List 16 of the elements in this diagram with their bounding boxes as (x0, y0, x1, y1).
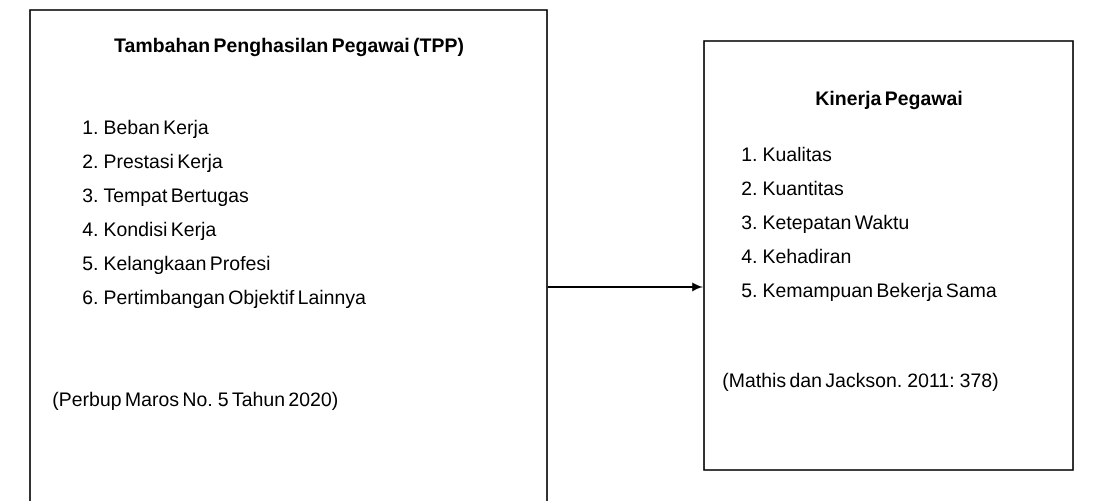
source-note: (Perbup Maros No. 5 Tahun 2020) (53, 391, 337, 411)
list-item: 6. Pertimbangan Objektif Lainnya (83, 289, 366, 309)
heading: Kinerja Pegawai (816, 90, 962, 110)
list-item: 3. Tempat Bertugas (82, 188, 249, 207)
list-item: 5. Kelangkaan Profesi (83, 255, 270, 275)
list-item: 3. Ketepatan Waktu (741, 214, 908, 234)
list-item: 4. Kondisi Kerja (82, 221, 217, 241)
heading: Tambahan Penghasilan Pegawai (TPP) (114, 37, 463, 57)
list-item: 2. Kuantitas (742, 180, 844, 196)
list-item: 1. Beban Kerja (83, 119, 209, 139)
list-item: 4. Kehadiran (741, 248, 851, 264)
list-item: 1. Kualitas (742, 146, 832, 162)
list-item: 2. Prestasi Kerja (83, 153, 223, 173)
source-note: (Mathis dan Jackson. 2011: 378) (723, 372, 998, 392)
arrow (546, 283, 701, 291)
list-item: 5. Kemampuan Bekerja Sama (742, 282, 997, 302)
